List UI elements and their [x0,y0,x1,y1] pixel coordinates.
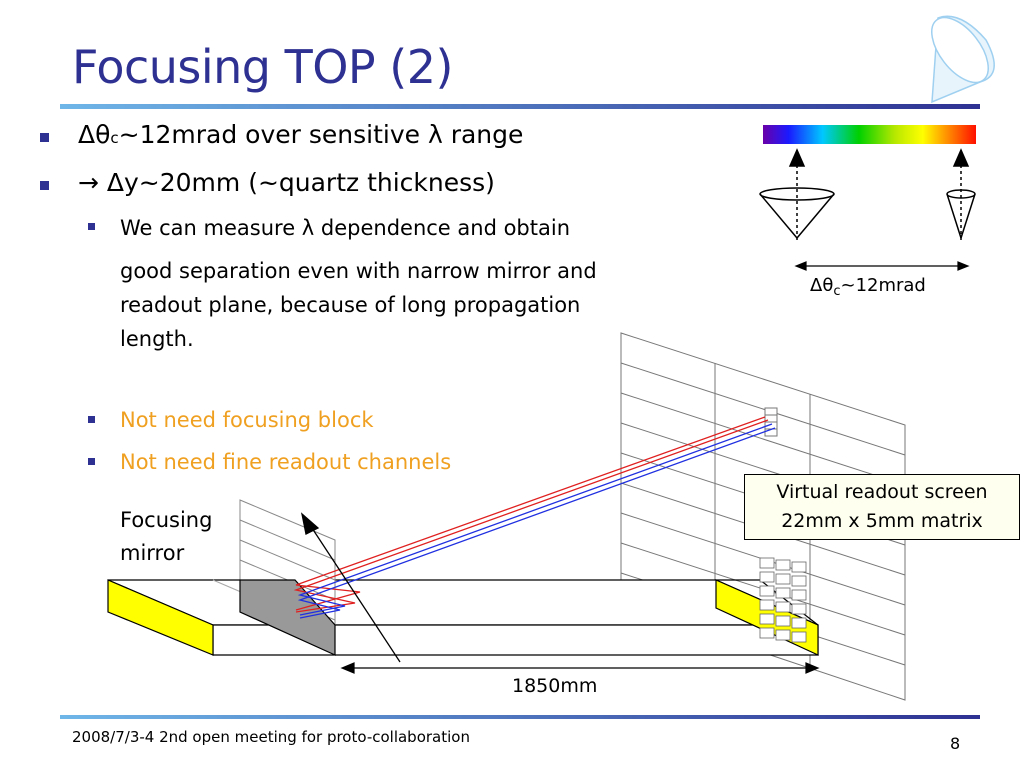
bullet-3-line-2: good separation even with narrow mirror … [120,259,597,283]
bullet-2: → Δy~20mm (~quartz thickness) [40,168,495,197]
bullet-marker [88,223,95,230]
bullet-marker [88,458,95,465]
mirror-label-line-1: Focusing [120,508,213,532]
title-underline [60,104,980,109]
bullet-3-line-1: We can measure λ dependence and obtain [120,216,571,240]
corner-cone-icon [931,15,995,104]
cone-angle-delta-theta: Δθ [810,275,834,296]
pmt-array [759,557,807,643]
readout-screen-callout: Virtual readout screen 22mm x 5mm matrix [744,474,1020,540]
bullet-marker [40,133,49,142]
quartz-bar [107,579,819,656]
bullet-1-delta-theta: Δθ [78,120,111,149]
cherenkov-cone-wide [759,148,835,240]
cherenkov-cone-narrow [946,148,976,240]
bullet-1-text: ~12mrad over sensitive λ range [118,120,524,149]
bullet-3-line-3: readout plane, because of long propagati… [120,293,581,317]
cone-angle-value: ~12mrad [840,275,926,296]
bar-left-end [107,579,214,656]
bullet-4-text: Not need focusing block [120,408,374,432]
bullet-2-text: → Δy~20mm (~quartz thickness) [78,168,495,197]
focusing-mirror-label: Focusing mirror [120,504,212,570]
footer-rule [60,715,980,719]
bullet-5-text: Not need fine readout channels [120,450,452,474]
callout-line-2: 22mm x 5mm matrix [781,510,983,532]
bullet-marker [40,181,49,190]
length-dimension-arrow [340,662,820,674]
cone-angle-arrow [794,261,970,271]
bullet-marker [88,416,95,423]
callout-line-1: Virtual readout screen [776,481,988,503]
bullet-3-line-4: length. [120,327,194,351]
slide-title: Focusing TOP (2) [72,40,453,94]
bullet-1-subscript: c [110,129,119,147]
photon-rays [293,416,776,619]
footer-text: 2008/7/3-4 2nd open meeting for proto-co… [72,728,470,746]
page-number: 8 [950,734,961,753]
cone-angle-subscript: c [833,284,841,299]
cone-angle-label: Δθc~12mrad [810,271,926,307]
bullet-4: Not need focusing block [88,403,374,437]
particle-track [300,512,401,663]
bullet-3: We can measure λ dependence and obtain g… [88,210,720,356]
mirror-label-line-2: mirror [120,541,185,565]
length-label: 1850mm [512,675,598,697]
wavelength-spectrum-bar [763,125,976,144]
bullet-5: Not need fine readout channels [88,445,452,479]
